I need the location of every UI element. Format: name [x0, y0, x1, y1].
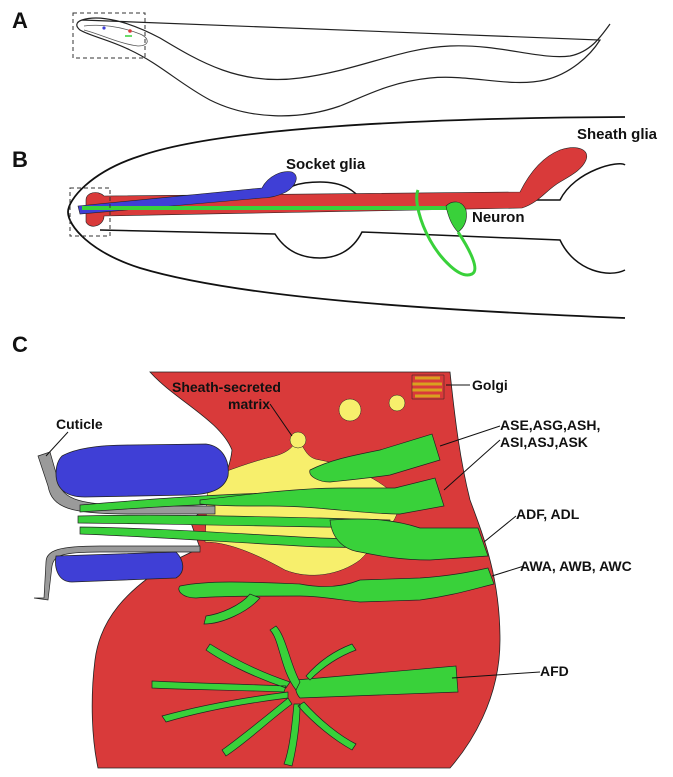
- panel-b-letter: B: [12, 147, 28, 172]
- socket-glia-label: Socket glia: [286, 156, 366, 173]
- neuron-cell-body: [446, 202, 467, 232]
- afd-label: AFD: [540, 663, 569, 679]
- matrix-label-line1: Sheath-secreted: [172, 379, 281, 395]
- group1-label-line1: ASE,ASG,ASH,: [500, 417, 600, 433]
- group1-label-line2: ASI,ASJ,ASK: [500, 434, 588, 450]
- group2-label: ADF, ADL: [516, 506, 580, 522]
- socket-glia-lower: [56, 552, 183, 582]
- worm-sheath-dot: [128, 29, 132, 33]
- panel-b: B Socket glia Sheath glia Neuron: [12, 117, 658, 318]
- panel-c-letter: C: [12, 332, 28, 357]
- golgi-vesicle-1: [339, 399, 361, 421]
- worm-body-outline: [77, 18, 610, 116]
- golgi-vesicle-2: [389, 395, 405, 411]
- panel-a: A: [12, 8, 610, 116]
- head-outline: [68, 117, 625, 318]
- worm-socket-dot: [102, 26, 105, 29]
- panel-c: C: [12, 332, 632, 768]
- neuron-label: Neuron: [472, 209, 525, 226]
- panel-a-letter: A: [12, 8, 28, 33]
- matrix-label-line2: matrix: [228, 396, 270, 412]
- leader-group2: [484, 516, 516, 542]
- socket-glia-upper: [56, 444, 228, 497]
- cuticle-label: Cuticle: [56, 416, 103, 432]
- group3-label: AWA, AWB, AWC: [520, 558, 632, 574]
- golgi-label: Golgi: [472, 377, 508, 393]
- matrix-vesicle: [290, 432, 306, 448]
- leader-cuticle: [46, 432, 68, 456]
- sheath-glia-label: Sheath glia: [577, 126, 658, 143]
